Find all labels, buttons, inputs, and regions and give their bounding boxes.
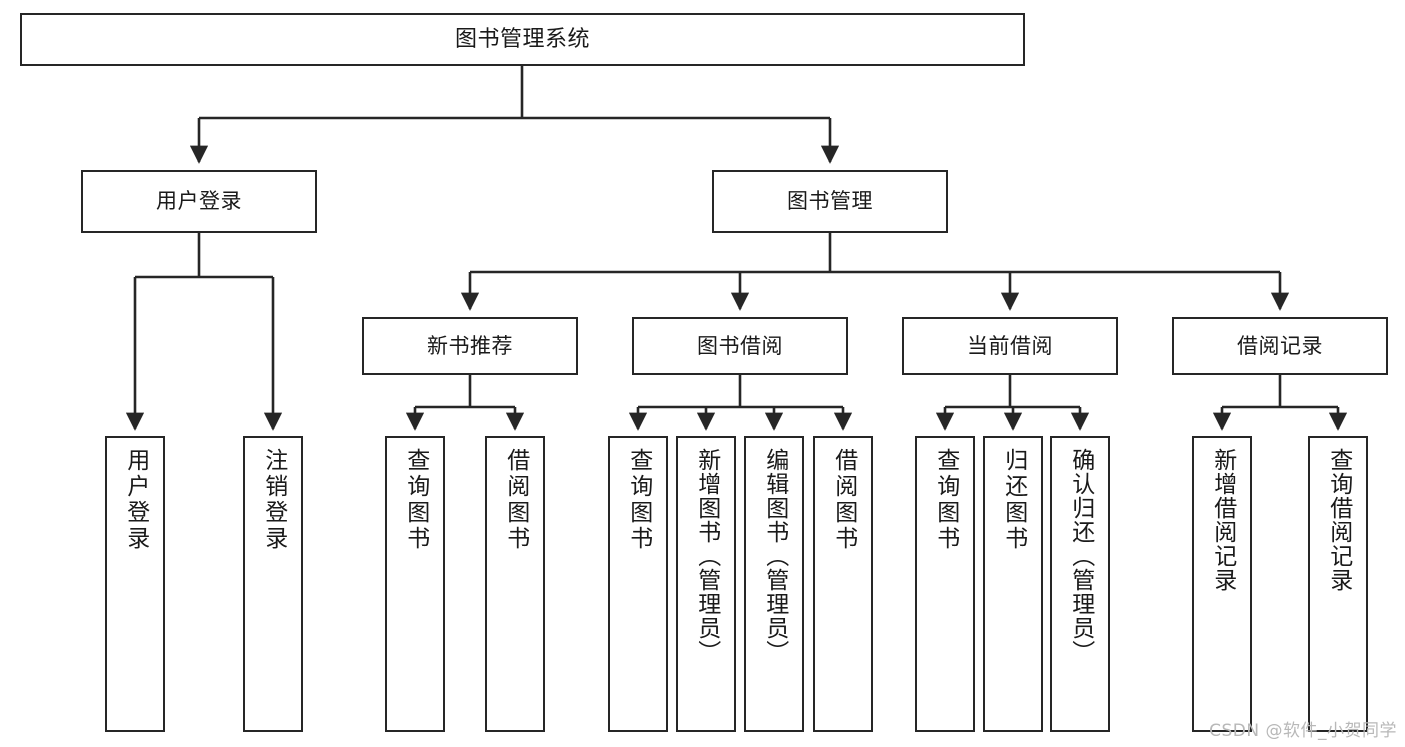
node-label: 归还图书: [1000, 448, 1027, 552]
node-label: 借阅图书: [830, 448, 857, 552]
node-label: 图书借阅: [697, 333, 783, 358]
leaf-borrow-add-book-admin[interactable]: 新增图书（管理员）: [676, 436, 736, 732]
node-label: 编辑图书（管理员）: [761, 448, 788, 664]
node-label: 用户登录: [156, 189, 242, 214]
node-label: 图书管理系统: [454, 26, 590, 52]
leaf-borrow-query-book[interactable]: 查询图书: [608, 436, 668, 732]
node-borrow-record[interactable]: 借阅记录: [1172, 317, 1388, 375]
leaf-borrow-borrow-book[interactable]: 借阅图书: [813, 436, 873, 732]
leaf-new-book-borrow[interactable]: 借阅图书: [485, 436, 545, 732]
node-label: 确认归还（管理员）: [1067, 448, 1094, 664]
node-label: 查询图书: [932, 448, 959, 552]
leaf-user-login-login[interactable]: 用户登录: [105, 436, 165, 732]
node-label: 新书推荐: [427, 333, 513, 358]
node-label: 图书管理: [787, 189, 873, 214]
node-label: 查询图书: [402, 448, 429, 552]
leaf-current-query-book[interactable]: 查询图书: [915, 436, 975, 732]
node-book-borrow[interactable]: 图书借阅: [632, 317, 848, 375]
node-label: 借阅记录: [1237, 333, 1323, 358]
leaf-user-login-logout[interactable]: 注销登录: [243, 436, 303, 732]
leaf-record-add-record[interactable]: 新增借阅记录: [1192, 436, 1252, 732]
leaf-record-query-record[interactable]: 查询借阅记录: [1308, 436, 1368, 732]
leaf-new-book-query[interactable]: 查询图书: [385, 436, 445, 732]
node-label: 查询借阅记录: [1325, 448, 1352, 592]
node-label: 当前借阅: [967, 333, 1053, 358]
node-label: 注销登录: [260, 448, 287, 552]
leaf-current-confirm-return-admin[interactable]: 确认归还（管理员）: [1050, 436, 1110, 732]
node-new-book-recommend[interactable]: 新书推荐: [362, 317, 578, 375]
leaf-borrow-edit-book-admin[interactable]: 编辑图书（管理员）: [744, 436, 804, 732]
node-root-system[interactable]: 图书管理系统: [20, 13, 1025, 66]
node-label: 新增图书（管理员）: [693, 448, 720, 664]
csdn-watermark: CSDN @软件_小贺同学: [1209, 721, 1397, 741]
node-user-login[interactable]: 用户登录: [81, 170, 317, 233]
node-label: 用户登录: [122, 448, 149, 552]
leaf-current-return-book[interactable]: 归还图书: [983, 436, 1043, 732]
node-book-management[interactable]: 图书管理: [712, 170, 948, 233]
node-current-borrow[interactable]: 当前借阅: [902, 317, 1118, 375]
node-label: 借阅图书: [502, 448, 529, 552]
node-label: 新增借阅记录: [1209, 448, 1236, 592]
node-label: 查询图书: [625, 448, 652, 552]
